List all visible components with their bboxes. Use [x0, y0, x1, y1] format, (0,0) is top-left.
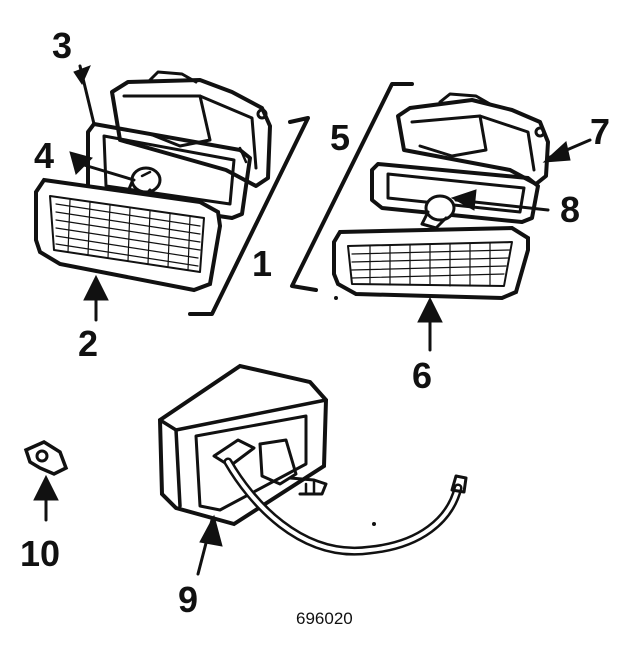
- callout-10: 10: [20, 533, 60, 574]
- dot-mark: [372, 522, 376, 526]
- callout-1: 1: [252, 243, 272, 284]
- callout-2: 2: [78, 323, 98, 364]
- bracket-1: [188, 116, 310, 316]
- arrow-6: [417, 296, 443, 323]
- left-lens: [34, 177, 223, 293]
- arrow-3: [73, 65, 91, 86]
- clip: [23, 440, 69, 476]
- callout-7: 7: [590, 111, 610, 152]
- left-lamp-housing: [110, 70, 272, 188]
- callout-5: 5: [330, 117, 350, 158]
- arrow-10: [33, 474, 59, 501]
- right-bulb: [420, 194, 456, 230]
- fog-lamp: [157, 363, 468, 556]
- arrow-8: [450, 189, 477, 211]
- arrow-9: [199, 514, 223, 547]
- left-gasket: [86, 122, 252, 220]
- callout-3: 3: [52, 25, 72, 66]
- right-lamp-housing: [396, 92, 550, 186]
- callout-8: 8: [560, 189, 580, 230]
- arrow-7: [542, 141, 571, 163]
- dot-mark: [334, 296, 338, 300]
- right-lens: [332, 225, 530, 301]
- callout-9: 9: [178, 579, 198, 620]
- arrow-2: [83, 274, 109, 301]
- part-number: 696020: [296, 609, 353, 628]
- bracket-5: [290, 82, 414, 292]
- right-gasket: [370, 162, 540, 224]
- callout-4: 4: [34, 135, 54, 176]
- callout-6: 6: [412, 355, 432, 396]
- arrow-4: [69, 151, 93, 175]
